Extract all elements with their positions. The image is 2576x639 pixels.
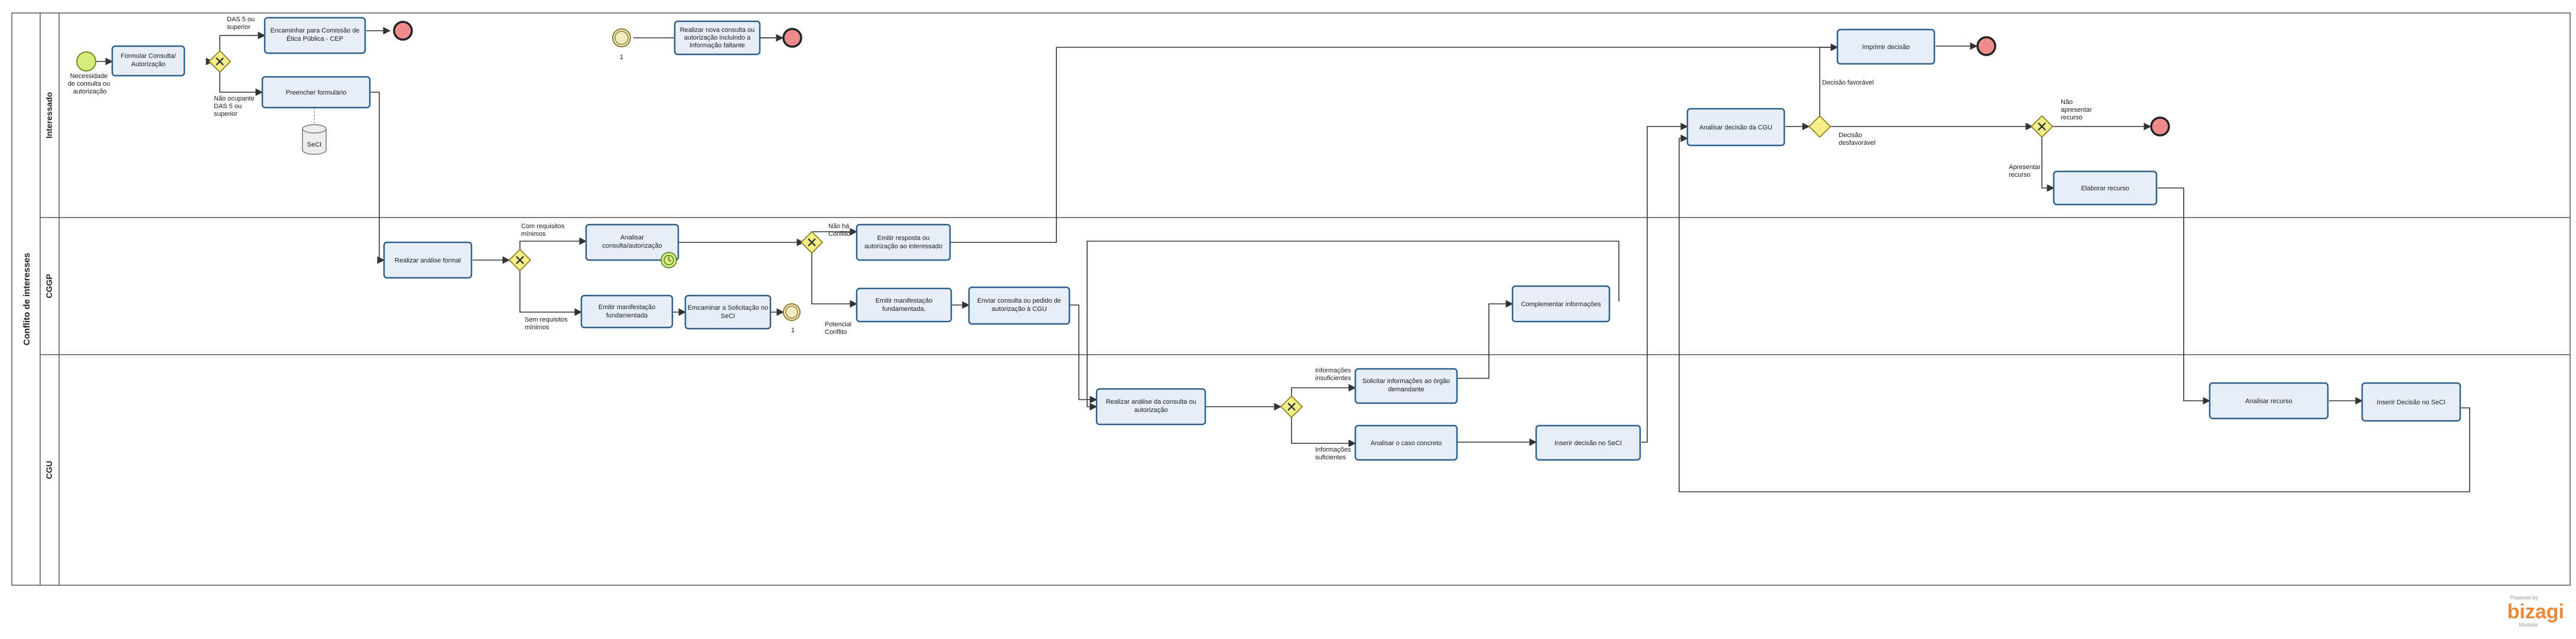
task-inserir-decisao-seci-2[interactable]: Inserir Decisão no SeCI	[2361, 382, 2461, 422]
svg-text:Powered by: Powered by	[2510, 595, 2538, 601]
end-event-nao-recurso	[2150, 116, 2170, 137]
label-nao-ocupante: Não ocupante DAS 5 ou superior	[214, 95, 256, 118]
task-analisar-recurso[interactable]: Analisar recurso	[2209, 382, 2329, 420]
label-apresentar-recurso: Apresentar recurso	[2009, 164, 2042, 179]
label-decisao-favoravel: Decisão favorável	[1822, 79, 1874, 86]
start-event	[76, 51, 96, 72]
svg-text:Realizar análise da consulta o: Realizar análise da consulta ouautorizaç…	[1106, 398, 1196, 414]
task-complementar-informacoes[interactable]: Complementar informações	[1511, 285, 1611, 323]
task-analisar-decisao-cgu[interactable]: Analisar decisão da CGU	[1686, 108, 1785, 147]
label-start-necessidade: Necessidade de consulta ou autorização	[68, 73, 112, 95]
svg-text:Analisar recurso: Analisar recurso	[2245, 398, 2292, 405]
svg-text:Elaborar recurso: Elaborar recurso	[2081, 185, 2129, 192]
exclusive-gateway-das	[208, 50, 232, 73]
label-nao-apresentar-recurso: Não apresentar recurso	[2061, 99, 2094, 121]
task-imprimir-decisao[interactable]: Imprimir decisão	[1836, 28, 1936, 65]
svg-text:Analisar decisão da CGU: Analisar decisão da CGU	[1699, 124, 1772, 131]
svg-text:Imprimir decisão: Imprimir decisão	[1862, 44, 1910, 51]
lane-label-interessado: Interessado	[44, 92, 54, 139]
label-info-insuficientes: Informações insuficientes	[1315, 367, 1353, 382]
exclusive-gateway-requisitos	[508, 248, 532, 272]
lane-label-cgu: CGU	[44, 460, 54, 479]
seci-database-label: SeCI	[307, 141, 321, 148]
bizagi-logo: Powered by bizagi Modeler	[2507, 595, 2564, 628]
end-event-cep	[393, 21, 413, 41]
end-event-imprimir	[1976, 36, 1996, 56]
pool-title: Conflito de interesses	[22, 253, 32, 346]
svg-text:Preencher formulário: Preencher formulário	[286, 89, 347, 96]
label-timer-1: 1	[620, 54, 623, 61]
intermediate-event-link-cggp	[783, 303, 801, 321]
svg-text:bizagi: bizagi	[2507, 601, 2564, 623]
label-das5-superior: DAS 5 ou superior	[227, 16, 256, 31]
label-com-requisitos: Com requisitos mínimos	[521, 223, 566, 238]
seci-database-icon	[302, 124, 327, 155]
label-sem-requisitos: Sem requisitos mínimos	[525, 316, 570, 331]
pool-frame	[11, 12, 2571, 586]
label-decisao-desfavoravel: Decisão desfavorável	[1839, 132, 1875, 147]
task-analisar-caso-concreto[interactable]: Analisar o caso concreto	[1354, 424, 1458, 461]
svg-text:Modeler: Modeler	[2519, 622, 2538, 628]
exclusive-gateway-conflito	[800, 231, 824, 254]
gateway-decisao	[1808, 115, 1832, 138]
exclusive-gateway-recurso	[2030, 115, 2054, 138]
lane-label-cggp: CGGP	[44, 274, 54, 298]
svg-text:Analisar o caso concreto: Analisar o caso concreto	[1371, 440, 1442, 447]
task-elaborar-recurso[interactable]: Elaborar recurso	[2053, 170, 2158, 206]
svg-text:Inserir decisão no SeCI: Inserir decisão no SeCI	[1554, 440, 1622, 447]
svg-text:Inserir Decisão no SeCI: Inserir Decisão no SeCI	[2377, 399, 2445, 406]
label-info-suficientes: Informações suficientes	[1315, 446, 1353, 461]
label-timer-2: 1	[791, 327, 795, 334]
intermediate-event-link-top	[612, 28, 631, 47]
svg-text:Realizar análise formal: Realizar análise formal	[395, 257, 461, 264]
label-nao-ha-conflito: Não há Conflito	[828, 223, 851, 238]
task-inserir-decisao-seci-1[interactable]: Inserir decisão no SeCI	[1535, 424, 1641, 461]
svg-text:Complementar informações: Complementar informações	[1521, 301, 1601, 308]
svg-text:Formular Consulta/Autorização: Formular Consulta/Autorização	[121, 53, 176, 68]
task-realizar-analise-formal[interactable]: Realizar análise formal	[383, 241, 473, 279]
end-event-nova-consulta	[782, 28, 802, 48]
exclusive-gateway-informacoes	[1280, 395, 1303, 419]
task-formular-consulta[interactable]: Formular Consulta/Autorização	[111, 45, 186, 77]
label-potencial-conflito: Potencial Conflito	[825, 321, 853, 336]
task-preencher-formulario[interactable]: Preencher formulário	[261, 76, 371, 109]
